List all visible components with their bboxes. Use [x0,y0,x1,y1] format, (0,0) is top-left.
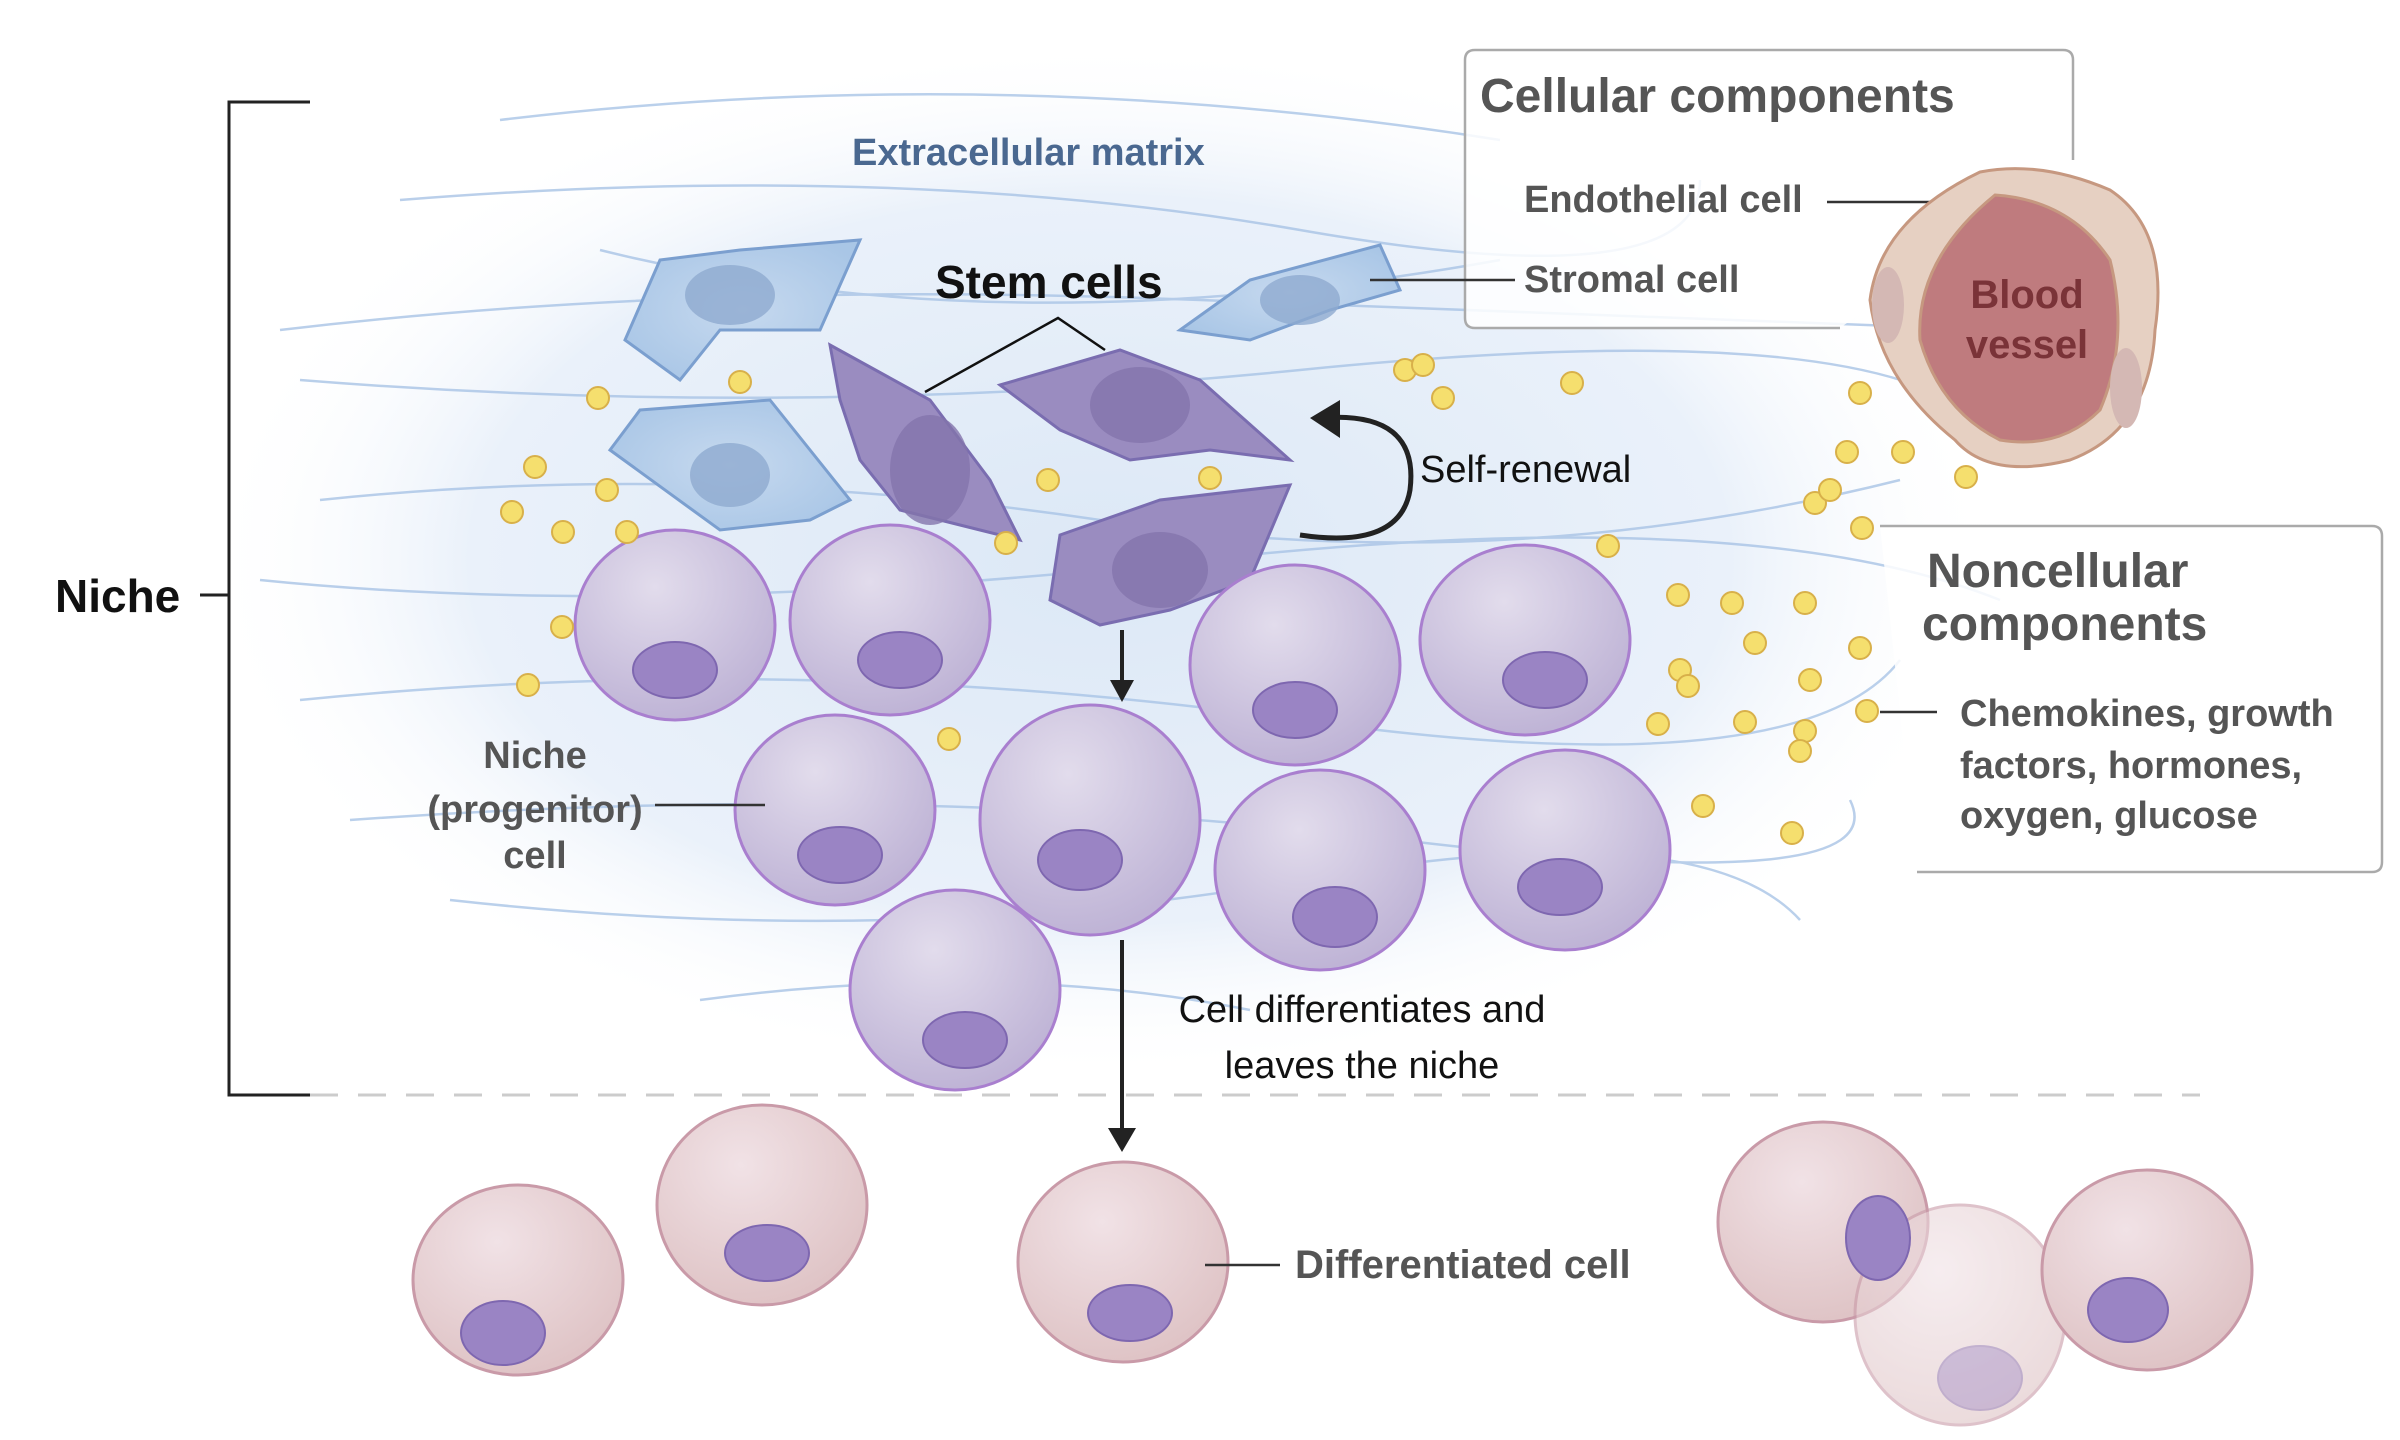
noncellular-item: factors, hormones, [1960,745,2302,787]
stem-cells-pointer [924,316,1106,394]
self-renewal-arrow-icon [1299,414,1414,541]
svg-text:(progenitor): (progenitor) [427,789,642,831]
svg-text:leaves the niche: leaves the niche [1225,1045,1500,1087]
differentiated-cell [1016,1160,1230,1364]
progenitor-cell [1188,563,1402,767]
noncellular-item: oxygen, glucose [1960,795,2258,837]
stromal-cell-label: Stromal cell [1524,259,1739,301]
noncellular-item: Chemokines, growth [1960,693,2334,735]
progenitor-cell [573,528,777,722]
differentiated-cell [655,1103,869,1307]
progenitor-cell [1458,748,1672,952]
svg-text:cell: cell [503,835,566,877]
noncellular-components-title: components [1922,598,2207,651]
niche-progenitor-cell-label: Niche (progenitor) cell [427,735,642,877]
progenitor-cell [978,703,1202,937]
niche-label: Niche [55,570,180,622]
svg-text:Cell differentiates and: Cell differentiates and [1179,989,1546,1031]
noncellular-components-box [1880,524,2384,874]
blood-vessel-label: vessel [1966,323,2088,367]
blood-vessel: Blood vessel [1868,167,2160,469]
stem-cells-label: Stem cells [935,256,1163,308]
niche-bracket [200,100,310,1097]
progenitor-cell [1418,543,1632,737]
progenitor-cell [733,713,937,907]
signaling-molecules [500,353,1978,845]
blood-vessel-label: Blood [1970,273,2083,317]
cell-differentiates-label: Cell differentiates and leaves the niche [1179,989,1546,1087]
noncellular-components-title: Noncellular [1927,545,2188,598]
extracellular-matrix-label: Extracellular matrix [852,132,1205,174]
self-renewal-label: Self-renewal [1420,449,1631,491]
differentiated-cell-label: Differentiated cell [1295,1243,1631,1287]
endothelial-cell-label: Endothelial cell [1524,179,1803,221]
differentiated-cell [2040,1168,2254,1372]
svg-text:Niche: Niche [483,735,586,777]
cellular-components-title: Cellular components [1480,70,1955,123]
